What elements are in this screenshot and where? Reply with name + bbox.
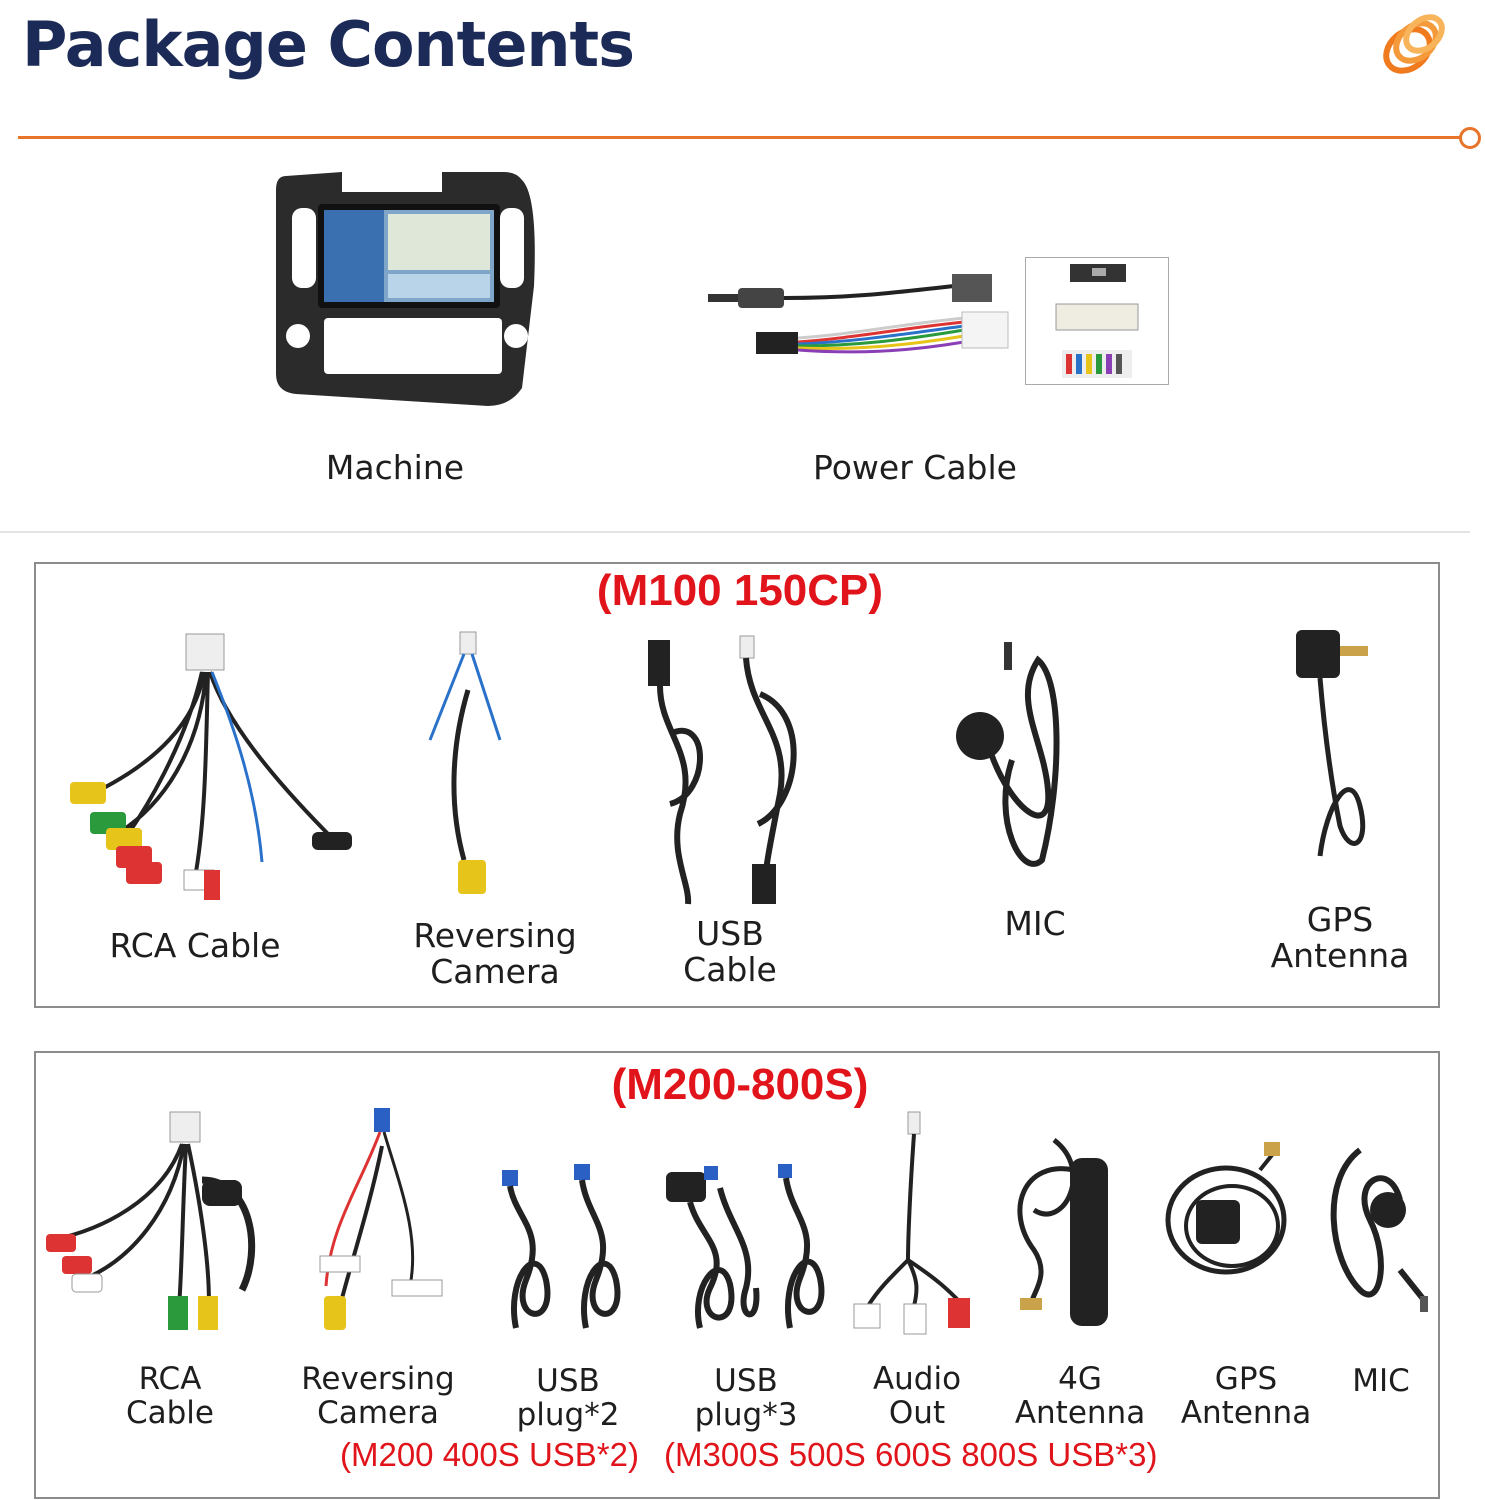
machine-image <box>272 166 540 410</box>
m100-mic-label: MIC <box>1004 904 1066 943</box>
m200-4g-antenna-label: 4G Antenna <box>1014 1361 1146 1431</box>
page-title: Package Contents <box>22 8 635 81</box>
usb-cable-image <box>640 634 810 910</box>
rca-cable-image <box>66 632 356 908</box>
microphone-image <box>952 640 1072 880</box>
rca-cable-image-2 <box>42 1110 262 1340</box>
microphone-image-2 <box>1320 1140 1436 1330</box>
section-divider <box>0 531 1470 533</box>
usb-plug-2-image <box>496 1160 636 1336</box>
usb2-model-note: (M200 400S USB*2) <box>340 1436 639 1473</box>
usb-plug-3-image <box>660 1158 836 1336</box>
m200-audio-out-label: Audio Out <box>872 1361 962 1431</box>
m200-usb-plug-3-label: USB plug*3 <box>694 1363 798 1433</box>
m200-usb-plug-2-label: USB plug*2 <box>516 1363 620 1433</box>
panel-m100-heading: (M100 150CP) <box>596 566 884 615</box>
panel-m200 <box>34 1051 1440 1499</box>
brand-logo-icon <box>1378 4 1454 80</box>
connector-detail-image <box>1025 257 1169 385</box>
m100-gps-antenna-label: GPS Antenna <box>1270 900 1410 975</box>
gps-antenna-image-2 <box>1160 1140 1310 1290</box>
header-divider <box>18 136 1464 139</box>
m100-rca-cable-label: RCA Cable <box>109 926 281 965</box>
usb3-model-note: (M300S 500S 600S 800S USB*3) <box>664 1436 1158 1473</box>
m100-usb-cable-label: USB Cable <box>683 914 777 989</box>
power-cable-image <box>704 258 1016 378</box>
m100-reversing-camera-label: Reversing Camera <box>413 916 577 991</box>
m200-gps-antenna-label: GPS Antenna <box>1180 1361 1312 1431</box>
machine-label: Machine <box>325 448 465 487</box>
gps-antenna-image <box>1290 626 1380 876</box>
power-cable-label: Power Cable <box>813 448 1017 487</box>
m200-reversing-camera-label: Reversing Camera <box>301 1361 455 1431</box>
audio-out-cable-image <box>848 1110 988 1342</box>
reversing-camera-cable-image-2 <box>310 1106 450 1342</box>
m200-mic-label: MIC <box>1352 1363 1410 1399</box>
panel-m100 <box>34 562 1440 1008</box>
panel-m200-heading: (M200-800S) <box>611 1060 869 1109</box>
header-divider-end-dot <box>1459 127 1481 149</box>
4g-antenna-image <box>1004 1130 1124 1330</box>
m200-rca-cable-label: RCA Cable <box>125 1361 214 1431</box>
reversing-camera-cable-image <box>420 630 520 910</box>
